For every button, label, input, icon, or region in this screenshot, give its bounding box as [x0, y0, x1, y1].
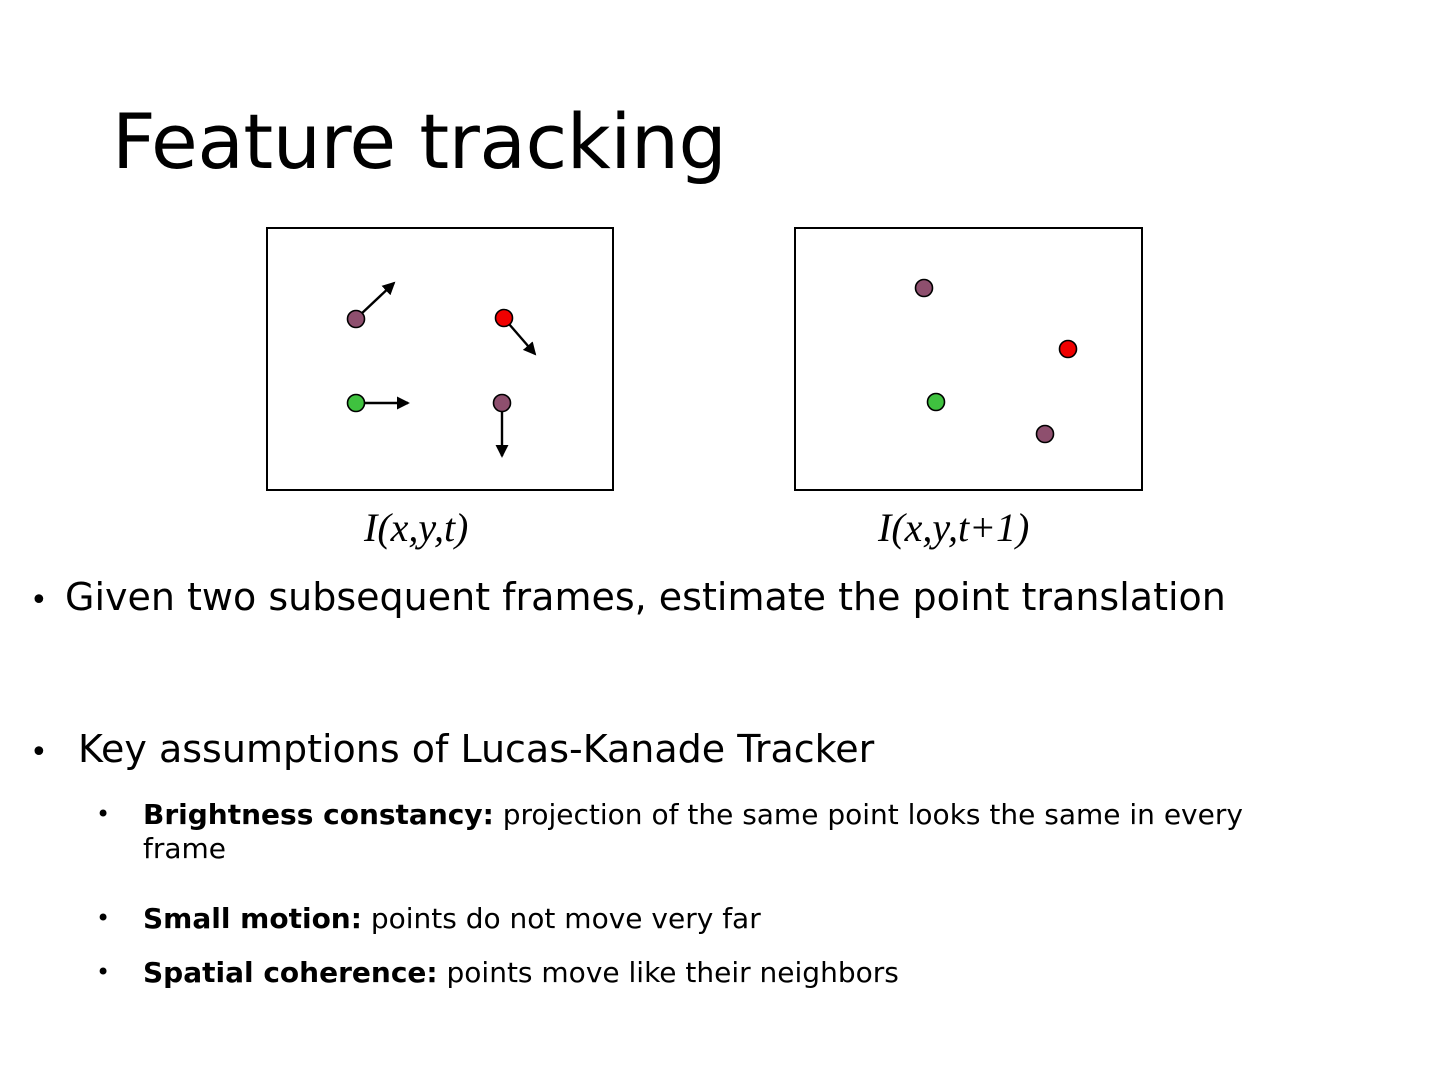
- frame-right-diagram: [914, 278, 1078, 444]
- purple-point: [914, 278, 934, 298]
- track-point-red-upper-right: [494, 308, 537, 356]
- sub-bullet-item-2-text: points do not move very far: [361, 902, 761, 935]
- purple-point: [1035, 424, 1055, 444]
- frame-right-image: [794, 227, 1143, 491]
- red-point: [1058, 339, 1078, 359]
- sub-bullet-item-1-content: Brightness constancy: projection of the …: [143, 798, 1323, 866]
- frame-left-diagram: [346, 281, 537, 458]
- sub-bullet-item-3-content: Spatial coherence: points move like thei…: [143, 956, 1323, 990]
- sub-bullet-item-3-text: points move like their neighbors: [437, 956, 899, 989]
- purple-point: [492, 393, 512, 413]
- bullet-glyph-icon: •: [30, 583, 48, 618]
- track-point-purple-upper-left: [346, 281, 396, 329]
- page-title: Feature tracking: [112, 97, 727, 186]
- red-point: [494, 308, 514, 328]
- sub-bullet-item-3-label: Spatial coherence:: [143, 956, 438, 989]
- purple-point: [346, 309, 366, 329]
- sub-bullet-item-2-label: Small motion:: [143, 902, 362, 935]
- caption-left-frame: I(x,y,t): [364, 505, 469, 550]
- sub-bullet-item-1-text: projection of the same point looks the s…: [143, 798, 1243, 866]
- sub-bullet-item-1-label: Brightness constancy:: [143, 798, 494, 831]
- bullet-glyph-icon: •: [96, 800, 111, 828]
- motion-arrow-down-right: [508, 323, 537, 356]
- track-point-purple-lower-right: [492, 393, 512, 458]
- bullet-glyph-icon: •: [96, 904, 111, 932]
- bullet-item-1-label: Given two subsequent frames, estimate th…: [65, 575, 1226, 619]
- green-point: [926, 392, 946, 412]
- caption-right-frame: I(x,y,t+1): [878, 505, 1030, 550]
- frame-left-image: [266, 227, 614, 491]
- bullet-glyph-icon: •: [30, 735, 48, 770]
- green-point: [346, 393, 366, 413]
- sub-bullet-item-2-content: Small motion: points do not move very fa…: [143, 902, 1323, 936]
- bullet-glyph-icon: •: [96, 958, 111, 986]
- bullet-item-2-label: Key assumptions of Lucas-Kanade Tracker: [78, 727, 875, 771]
- track-point-green-lower-left: [346, 393, 410, 413]
- motion-arrow-up-right: [359, 281, 396, 316]
